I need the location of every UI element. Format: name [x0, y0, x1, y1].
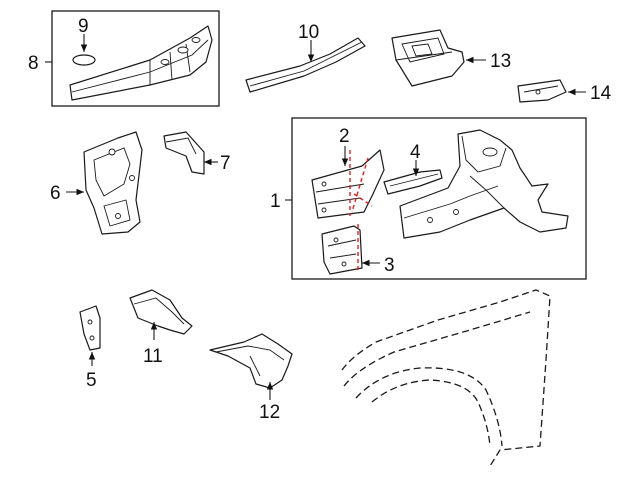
apron-panel-upper-part	[311, 149, 385, 219]
callout-8: 8	[28, 53, 39, 74]
callout-labels: 9 8 10 13 14 2 4 7 6 1 3 5 11 12	[28, 16, 612, 423]
callout-1: 1	[270, 191, 281, 212]
callout-12: 12	[259, 402, 280, 423]
callout-4: 4	[410, 142, 421, 163]
group-box-apron-assembly	[291, 117, 587, 280]
mount-bracket-part	[391, 29, 465, 87]
angle-bracket-7-part	[163, 131, 205, 175]
channel-bracket-11-part	[129, 289, 193, 335]
callout-13: 13	[490, 51, 511, 72]
callout-6: 6	[50, 183, 61, 204]
callout-2: 2	[339, 126, 350, 147]
apron-assembly-part	[399, 129, 569, 239]
side-panel-part	[83, 131, 143, 235]
reinforcement-strip-part	[245, 37, 366, 93]
callout-11: 11	[143, 346, 163, 367]
callout-10: 10	[298, 22, 319, 43]
fender-outline	[341, 289, 551, 467]
callout-3: 3	[384, 255, 395, 276]
group-box-upper-rail	[51, 10, 220, 107]
reinforcement-4-part	[383, 169, 443, 195]
callout-14: 14	[590, 83, 612, 104]
apron-panel-lower-part	[321, 225, 363, 275]
grommet-part	[72, 54, 96, 66]
callout-9: 9	[78, 16, 89, 37]
small-bracket-5-part	[79, 305, 101, 351]
upper-rail-part	[69, 25, 213, 101]
callout-5: 5	[86, 370, 97, 391]
small-bracket-14-part	[517, 79, 567, 103]
extension-12-part	[209, 333, 293, 389]
callout-7: 7	[220, 153, 231, 174]
